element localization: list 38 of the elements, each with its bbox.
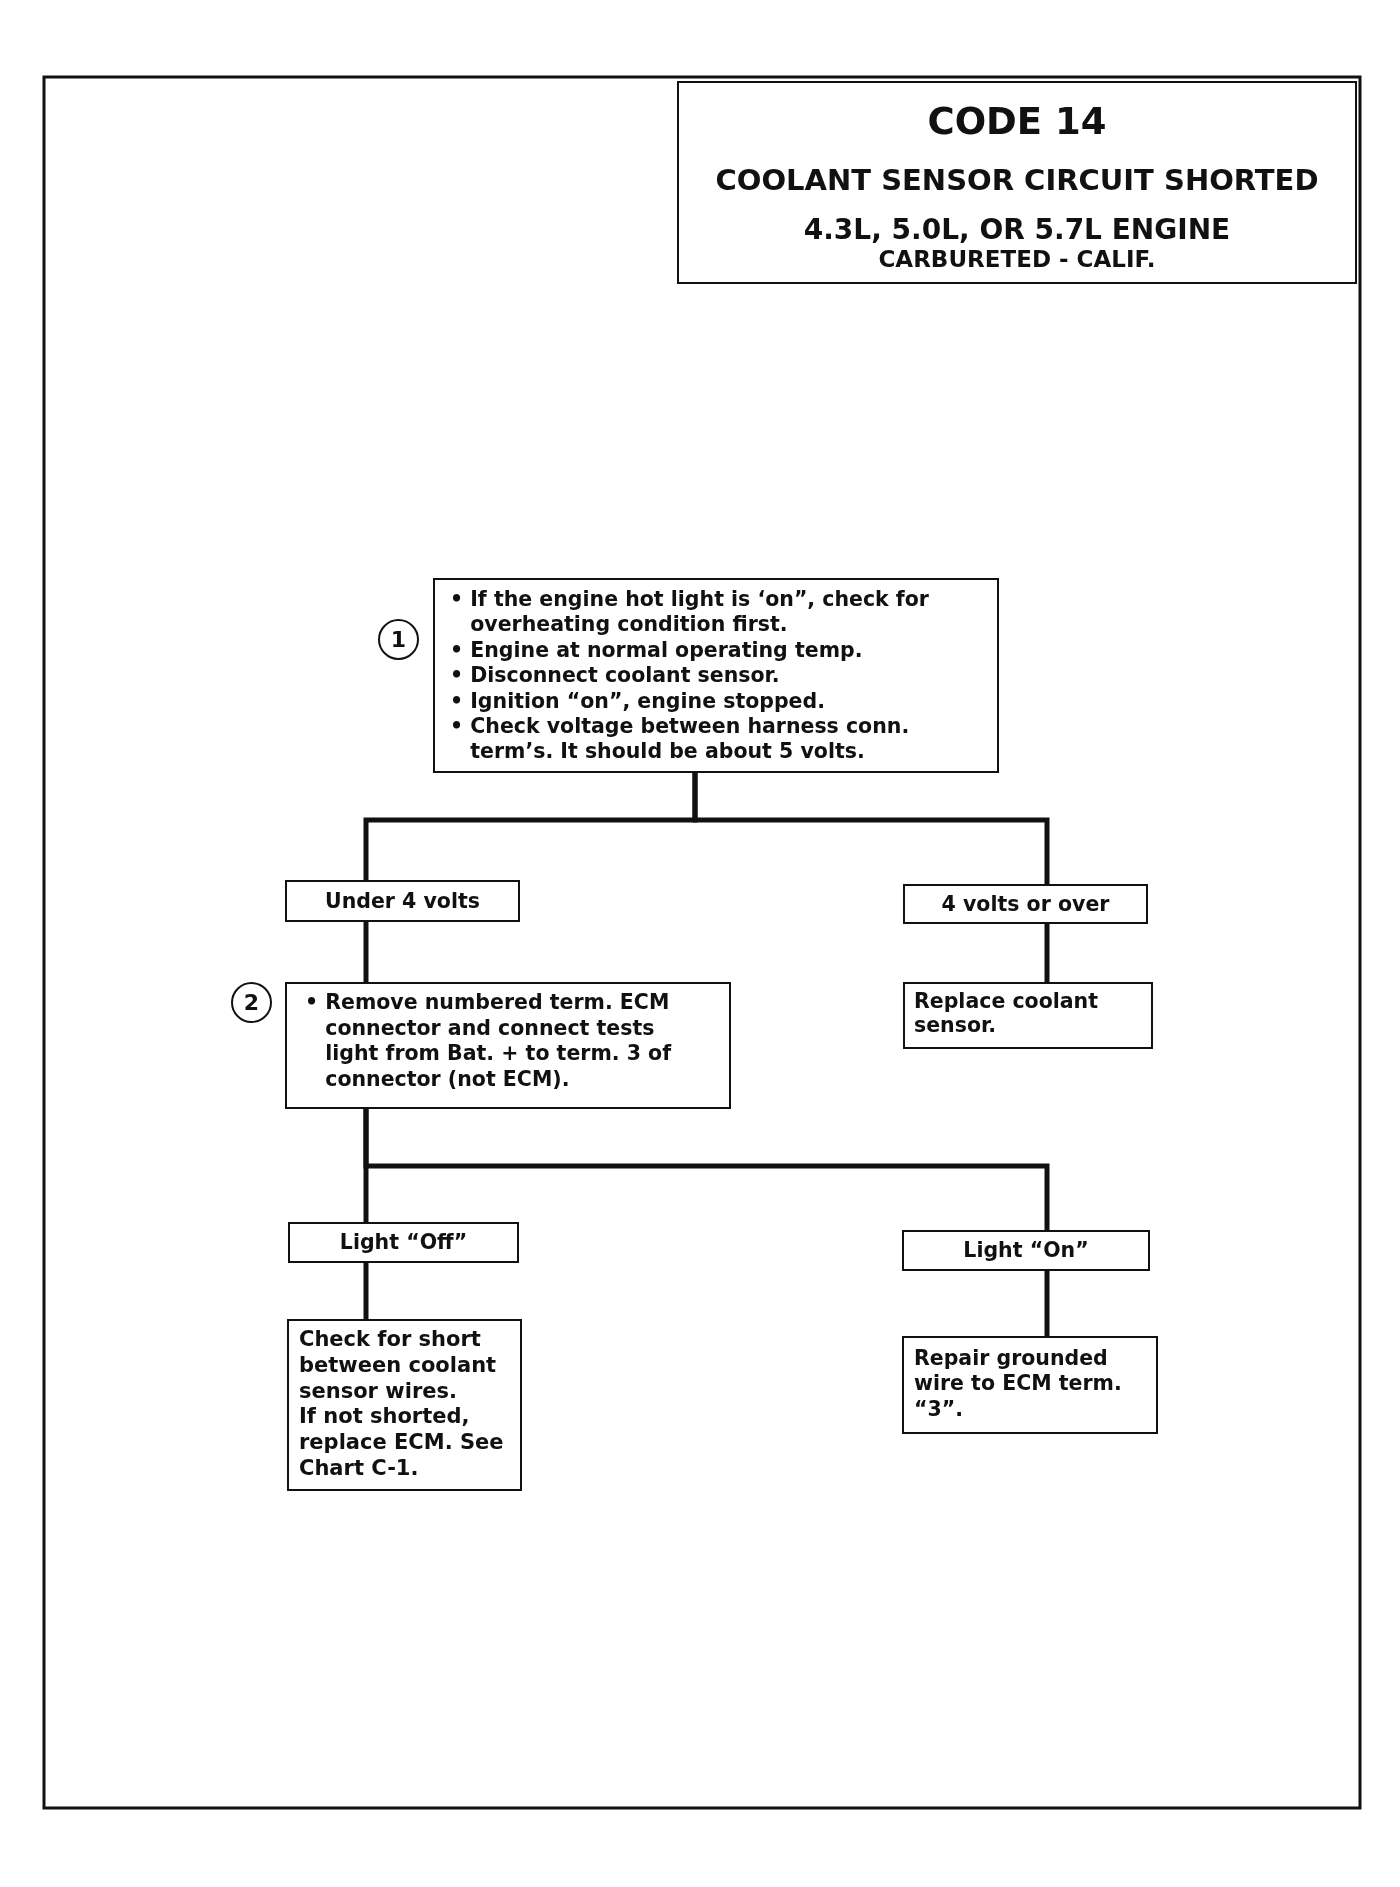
connector-line bbox=[363, 922, 369, 982]
condition-box bbox=[288, 1222, 519, 1263]
callout-number: 1 bbox=[390, 627, 407, 652]
connector-line bbox=[1044, 1271, 1050, 1336]
engine-text: 4.3L, 5.0L, OR 5.7L ENGINE bbox=[803, 214, 1231, 246]
instruction-text: • Ignition “on”, engine stopped. bbox=[450, 688, 826, 715]
action-box bbox=[902, 1336, 1158, 1434]
action-text: If not shorted, replace ECM. See Chart C-1. bbox=[299, 1404, 505, 1482]
callout-number: 2 bbox=[243, 990, 260, 1015]
step-box bbox=[433, 578, 999, 773]
code-heading: CODE 14 bbox=[927, 101, 1107, 143]
connector-line bbox=[1044, 924, 1050, 982]
action-box bbox=[903, 982, 1153, 1049]
instruction-text: • Check voltage between harness conn. term’s. It should be about 5 volts. bbox=[450, 714, 911, 765]
condition-box bbox=[285, 880, 520, 922]
condition-text: Light “On” bbox=[963, 1238, 1089, 1263]
instruction-text: • If the engine hot light is ‘on”, check for overheating condition first. bbox=[450, 587, 930, 638]
condition-text: Under 4 volts bbox=[325, 888, 480, 914]
action-text: Replace coolant sensor. bbox=[914, 989, 1099, 1037]
connector-line bbox=[363, 1263, 369, 1319]
instruction-text: • Remove numbered term. ECM connector and connect tests light from Bat. + to term. 3 of connector (not ECM). bbox=[305, 990, 673, 1093]
condition-text: Light “Off” bbox=[339, 1230, 468, 1255]
action-box bbox=[287, 1319, 522, 1491]
title-box bbox=[677, 81, 1357, 284]
title-text: COOLANT SENSOR CIRCUIT SHORTED bbox=[715, 163, 1319, 197]
action-text: Check for short between coolant sensor wires. bbox=[299, 1327, 498, 1405]
callout-circle bbox=[378, 619, 419, 660]
condition-box bbox=[903, 884, 1148, 924]
instruction-text: • Engine at normal operating temp. bbox=[450, 637, 864, 664]
instruction-text: • Disconnect coolant sensor. bbox=[450, 663, 781, 689]
condition-text: 4 volts or over bbox=[941, 891, 1110, 917]
callout-circle bbox=[231, 982, 272, 1023]
step-box bbox=[285, 982, 731, 1109]
connector-line bbox=[692, 773, 1050, 884]
condition-box bbox=[902, 1230, 1150, 1271]
subtitle-text: CARBURETED - CALIF. bbox=[878, 246, 1156, 272]
action-text: Repair grounded wire to ECM term. “3”. bbox=[914, 1346, 1123, 1423]
connector-line bbox=[363, 1109, 1050, 1230]
